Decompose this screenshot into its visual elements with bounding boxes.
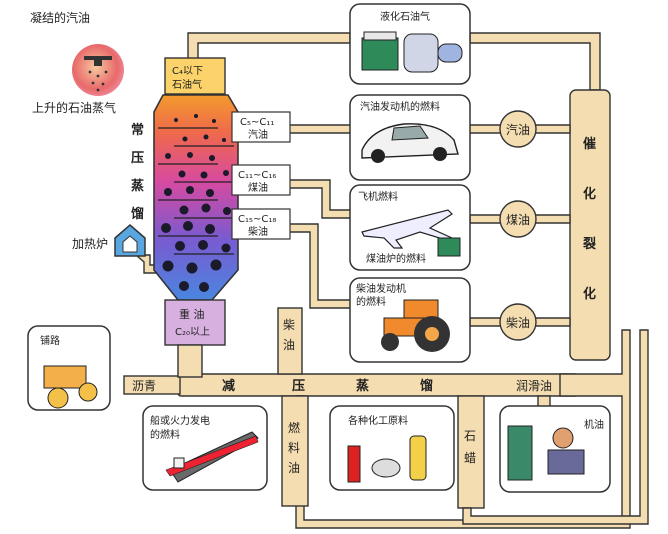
label-heavy-top: 重 油 bbox=[179, 307, 205, 321]
label-c4-bottom: 石油气 bbox=[172, 78, 202, 91]
label-ship-fuel-1: 船或火力发电 bbox=[150, 414, 210, 427]
label-diesel-fuel-2: 的燃料 bbox=[356, 295, 386, 308]
label-chem: 各种化工原料 bbox=[348, 414, 408, 427]
vacuum-4: 馏 bbox=[419, 378, 433, 394]
label-c5-bottom: 汽油 bbox=[248, 128, 268, 141]
vacuum-1: 减 bbox=[222, 378, 235, 394]
label-asphalt: 沥青 bbox=[132, 379, 156, 393]
label-jet-fuel: 飞机燃料 bbox=[358, 190, 398, 203]
cracking-1: 催 bbox=[583, 136, 596, 152]
label-heater: 加热炉 bbox=[72, 237, 108, 251]
tower-title-1: 常 bbox=[131, 122, 144, 138]
fuel-oil-3: 油 bbox=[288, 461, 300, 475]
label-c15-top: C₁₅~C₁₈ bbox=[238, 214, 276, 225]
diesel-vertical-1: 柴 bbox=[283, 318, 295, 332]
tower-title-3: 蒸 bbox=[131, 178, 144, 194]
label-c11-top: C₁₁~C₁₆ bbox=[238, 170, 276, 181]
label-engine-oil: 机油 bbox=[584, 418, 604, 431]
card-ship-fuel bbox=[142, 405, 268, 491]
cracking-3: 裂 bbox=[582, 236, 597, 252]
card-lpg bbox=[349, 3, 471, 85]
label-lube: 润滑油 bbox=[516, 379, 552, 393]
pipe-network bbox=[123, 32, 649, 529]
card-chemicals bbox=[329, 405, 455, 491]
label-gasoline: 汽油 bbox=[506, 122, 530, 137]
vacuum-2: 压 bbox=[292, 379, 305, 394]
fuel-oil-1: 燃 bbox=[288, 420, 300, 435]
label-c5-top: C₅~C₁₁ bbox=[240, 117, 274, 128]
cracking-4: 化 bbox=[583, 286, 596, 302]
label-diesel-fuel-1: 柴油发动机 bbox=[356, 282, 406, 295]
label-stove-fuel: 煤油炉的燃料 bbox=[366, 252, 426, 265]
vapor-droplet-icon bbox=[72, 44, 124, 96]
gasoline-node bbox=[499, 110, 537, 148]
kerosene-node bbox=[499, 200, 537, 238]
label-lpg: 液化石油气 bbox=[380, 10, 430, 23]
cracking-2: 化 bbox=[583, 186, 596, 202]
vacuum-3: 蒸 bbox=[356, 378, 369, 394]
label-kerosene: 煤油 bbox=[506, 213, 530, 227]
label-gasoline-fuel: 汽油发动机的燃料 bbox=[360, 100, 440, 113]
card-gasoline-engine bbox=[349, 94, 471, 181]
label-condensed-oil: 凝结的汽油 bbox=[30, 10, 90, 25]
wax-2: 蜡 bbox=[464, 451, 476, 465]
heater-icon bbox=[114, 224, 146, 257]
label-c11-bottom: 煤油 bbox=[248, 181, 268, 194]
diesel-node bbox=[499, 303, 537, 341]
label-heavy-bottom: C₂₀以上 bbox=[175, 326, 210, 338]
tower-title-2: 压 bbox=[131, 151, 144, 166]
card-engine-oil bbox=[499, 405, 611, 493]
label-ship-fuel-2: 的燃料 bbox=[150, 428, 180, 441]
label-c4-top: C₄以下 bbox=[172, 66, 203, 77]
tower-title-4: 馏 bbox=[130, 206, 144, 222]
fraction-labels bbox=[231, 111, 291, 240]
label-diesel: 柴油 bbox=[506, 316, 530, 330]
label-c15-bottom: 柴油 bbox=[248, 225, 268, 238]
wax-1: 石 bbox=[464, 429, 476, 443]
atmospheric-distillation-tower bbox=[153, 57, 239, 378]
cracking-column bbox=[569, 89, 611, 361]
fuel-oil-2: 料 bbox=[288, 441, 300, 455]
diesel-vertical-2: 油 bbox=[283, 338, 295, 352]
card-diesel-engine bbox=[349, 277, 471, 363]
label-rising-vapor: 上升的石油蒸气 bbox=[32, 100, 116, 115]
label-road: 铺路 bbox=[40, 334, 60, 347]
card-road-paving bbox=[27, 325, 111, 411]
card-jet-fuel bbox=[349, 184, 471, 271]
